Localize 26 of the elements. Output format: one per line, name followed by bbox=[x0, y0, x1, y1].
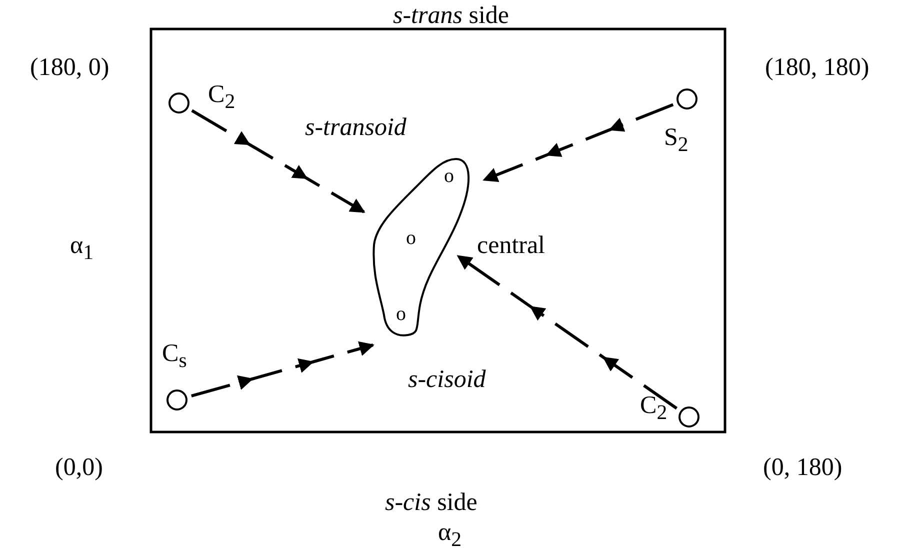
side-label: s-cis side bbox=[385, 490, 478, 515]
conformer-label: C$_{s}$ bbox=[162, 341, 187, 371]
state-circle bbox=[676, 88, 698, 110]
axis-label: α$_{1}$ bbox=[70, 233, 94, 263]
region-label: central bbox=[477, 233, 546, 258]
minimum-mark: o bbox=[396, 304, 406, 324]
arrow bbox=[191, 109, 366, 214]
minimum-mark: o bbox=[406, 228, 416, 248]
side-label: s-trans side bbox=[393, 3, 509, 28]
state-circle bbox=[166, 389, 188, 411]
region-label: s-transoid bbox=[305, 115, 406, 140]
arrow bbox=[456, 254, 678, 410]
coordinate-label: (0,0) bbox=[55, 455, 103, 480]
conformer-label: C$_{2}$ bbox=[640, 393, 668, 423]
conformer-label: C$_{2}$ bbox=[208, 82, 236, 112]
state-circle bbox=[168, 92, 190, 114]
coordinate-label: (0, 180) bbox=[763, 455, 842, 480]
coordinate-label: (180, 0) bbox=[30, 55, 110, 80]
region-label: s-cisoid bbox=[408, 367, 486, 392]
axis-label: α$_{2}$ bbox=[438, 520, 462, 548]
arrow bbox=[482, 103, 674, 182]
conformer-label: S$_{2}$ bbox=[664, 125, 688, 155]
coordinate-label: (180, 180) bbox=[765, 55, 870, 80]
state-circle bbox=[678, 406, 700, 428]
minimum-mark: o bbox=[444, 166, 454, 186]
arrow bbox=[191, 342, 374, 398]
